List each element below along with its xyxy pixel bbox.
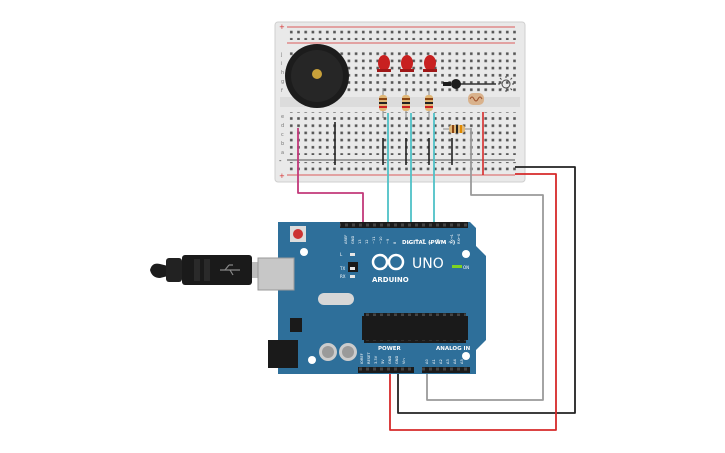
svg-text:h: h [281, 70, 284, 76]
usb-port [257, 257, 295, 291]
svg-text:c: c [281, 132, 284, 138]
sun-icon [498, 76, 514, 92]
svg-text:~11: ~11 [372, 236, 376, 244]
svg-text:j: j [280, 52, 282, 58]
svg-text:AREF: AREF [344, 235, 348, 244]
svg-text:13: 13 [358, 239, 362, 244]
analog-header [422, 367, 470, 373]
led-2 [400, 55, 414, 72]
crystal [318, 293, 354, 305]
wire-5v [389, 173, 557, 431]
svg-text:A1: A1 [432, 359, 436, 364]
svg-text:IOREF: IOREF [360, 353, 364, 364]
led-3 [423, 55, 437, 72]
led-1 [377, 55, 391, 72]
row-letters: j i h g f e d c b a [280, 52, 284, 156]
svg-text:7: 7 [408, 242, 412, 244]
top-rail-holes [288, 30, 516, 40]
wire-buzzer-signal [297, 128, 364, 222]
arduino-logo-icon [371, 253, 405, 271]
svg-text:2: 2 [443, 242, 447, 244]
digital-header [340, 222, 468, 228]
svg-text:d: d [281, 123, 284, 129]
svg-text:TX→1: TX→1 [450, 234, 454, 245]
digital-label: DIGITAL (PWM ~) [402, 240, 456, 246]
svg-text:RESET: RESET [367, 352, 371, 364]
usb-icon [220, 264, 240, 276]
svg-text:b: b [281, 141, 284, 147]
breadboard-ground-jumpers [334, 122, 453, 165]
svg-text:3.3V: 3.3V [374, 355, 378, 364]
arduino-brand: ARDUINO [372, 276, 409, 284]
svg-text:a: a [281, 150, 284, 156]
analog-label: ANALOG IN [436, 346, 471, 352]
arduino-model: UNO [412, 256, 444, 272]
led-l-label: L [340, 252, 343, 257]
svg-text:Vin: Vin [402, 358, 406, 364]
buzzer-icon [285, 44, 349, 108]
power-header [358, 367, 414, 373]
wire-ground [397, 166, 576, 414]
svg-text:~5: ~5 [422, 239, 426, 244]
bottom-terminal-holes [288, 112, 516, 155]
bottom-rail-holes [288, 162, 516, 172]
resistor-3 [425, 88, 433, 118]
power-label: POWER [378, 346, 402, 352]
rail-minus-label: - [279, 157, 282, 165]
analog-pin-labels: A0 A1 A2 A3 A4 A5 [425, 359, 464, 364]
svg-text:A2: A2 [439, 359, 443, 364]
svg-text:GND: GND [388, 356, 392, 364]
svg-text:A5: A5 [460, 359, 464, 364]
usb-cable [150, 255, 260, 285]
wires [297, 113, 576, 431]
digital-pin-labels: AREF GND 13 12 ~11 ~10 ~9 8 7 ~6 ~5 4 ~3… [344, 233, 461, 245]
svg-text:4: 4 [429, 241, 433, 244]
svg-text:i: i [281, 61, 282, 67]
resistor-2 [402, 88, 410, 118]
rx-label: RX [340, 274, 346, 279]
light-slider[interactable] [443, 79, 496, 89]
resistor-1 [379, 88, 387, 118]
svg-text:~3: ~3 [436, 239, 440, 244]
svg-text:f: f [281, 88, 283, 94]
svg-text:8: 8 [393, 241, 397, 244]
svg-text:5V: 5V [381, 359, 385, 364]
photoresistor-icon [468, 93, 484, 105]
svg-text:A0: A0 [425, 359, 429, 364]
svg-text:GND: GND [351, 236, 355, 244]
power-pin-labels: IOREF RESET 3.3V 5V GND GND Vin [360, 352, 406, 364]
svg-text:12: 12 [365, 239, 369, 244]
svg-text:GND: GND [395, 356, 399, 364]
rail-plus-label: + [279, 23, 285, 31]
svg-text:RX←0: RX←0 [457, 233, 461, 244]
tx-label: TX [339, 266, 345, 271]
on-label: ON [463, 265, 469, 270]
svg-text:~6: ~6 [415, 238, 419, 244]
svg-text:g: g [281, 79, 284, 85]
rail-plus-label-bottom: + [279, 172, 285, 180]
svg-text:A4: A4 [453, 359, 457, 364]
svg-text:e: e [281, 114, 284, 120]
arduino-board: ARDUINO UNO DIGITAL (PWM ~) POWER ANALOG… [257, 222, 486, 374]
svg-text:~10: ~10 [379, 236, 383, 244]
microcontroller-chip [362, 316, 468, 340]
wire-analog-a0 [426, 128, 544, 401]
svg-text:~9: ~9 [386, 238, 390, 244]
resistor-4 [443, 125, 470, 133]
svg-text:A3: A3 [446, 359, 450, 364]
power-jack [268, 340, 298, 368]
